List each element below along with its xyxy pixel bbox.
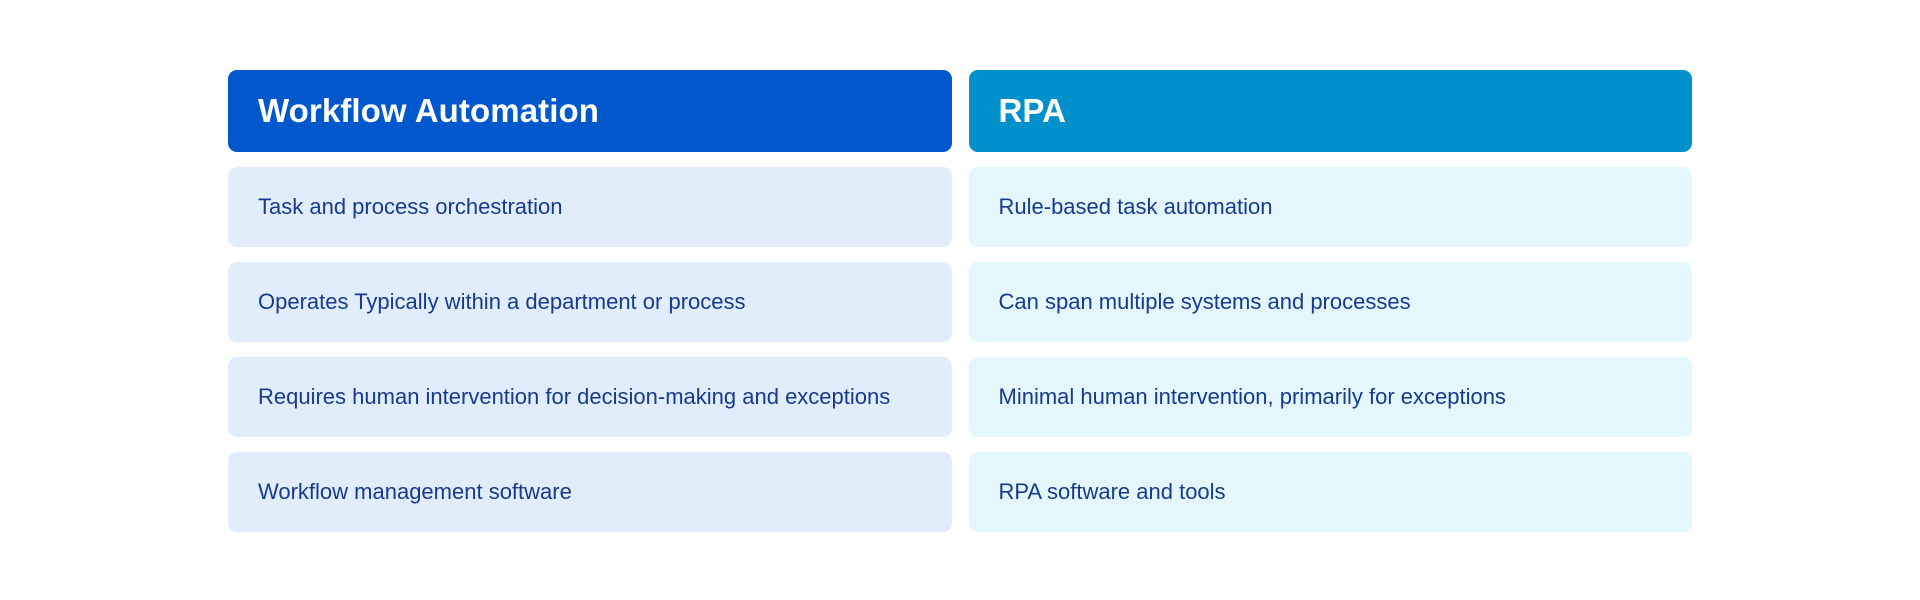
table-cell: Can span multiple systems and processes: [968, 262, 1692, 342]
table-cell: Task and process orchestration: [228, 167, 952, 247]
table-cell-text: Rule-based task automation: [998, 194, 1273, 220]
comparison-column-rpa: RPA Rule-based task automation Can span …: [968, 70, 1692, 532]
table-cell: Minimal human intervention, primarily fo…: [968, 357, 1692, 437]
table-cell-text: Workflow management software: [258, 479, 572, 505]
table-cell: Workflow management software: [228, 452, 952, 532]
table-cell-text: Task and process orchestration: [258, 194, 563, 220]
column-header-rpa: RPA: [968, 70, 1692, 152]
table-cell-text: Requires human intervention for decision…: [258, 384, 891, 410]
table-cell: RPA software and tools: [968, 452, 1692, 532]
table-cell: Operates Typically within a department o…: [228, 262, 952, 342]
table-cell-text: Can span multiple systems and processes: [998, 289, 1411, 315]
column-header-label: RPA: [998, 91, 1067, 129]
column-header-label: Workflow Automation: [258, 91, 600, 129]
table-cell: Requires human intervention for decision…: [228, 357, 952, 437]
table-cell: Rule-based task automation: [968, 167, 1692, 247]
table-cell-text: Minimal human intervention, primarily fo…: [998, 384, 1506, 410]
column-header-workflow-automation: Workflow Automation: [228, 70, 952, 152]
comparison-column-workflow-automation: Workflow Automation Task and process orc…: [228, 70, 952, 532]
comparison-table: Workflow Automation Task and process orc…: [228, 70, 1692, 532]
table-cell-text: RPA software and tools: [998, 479, 1226, 505]
table-cell-text: Operates Typically within a department o…: [258, 289, 746, 315]
